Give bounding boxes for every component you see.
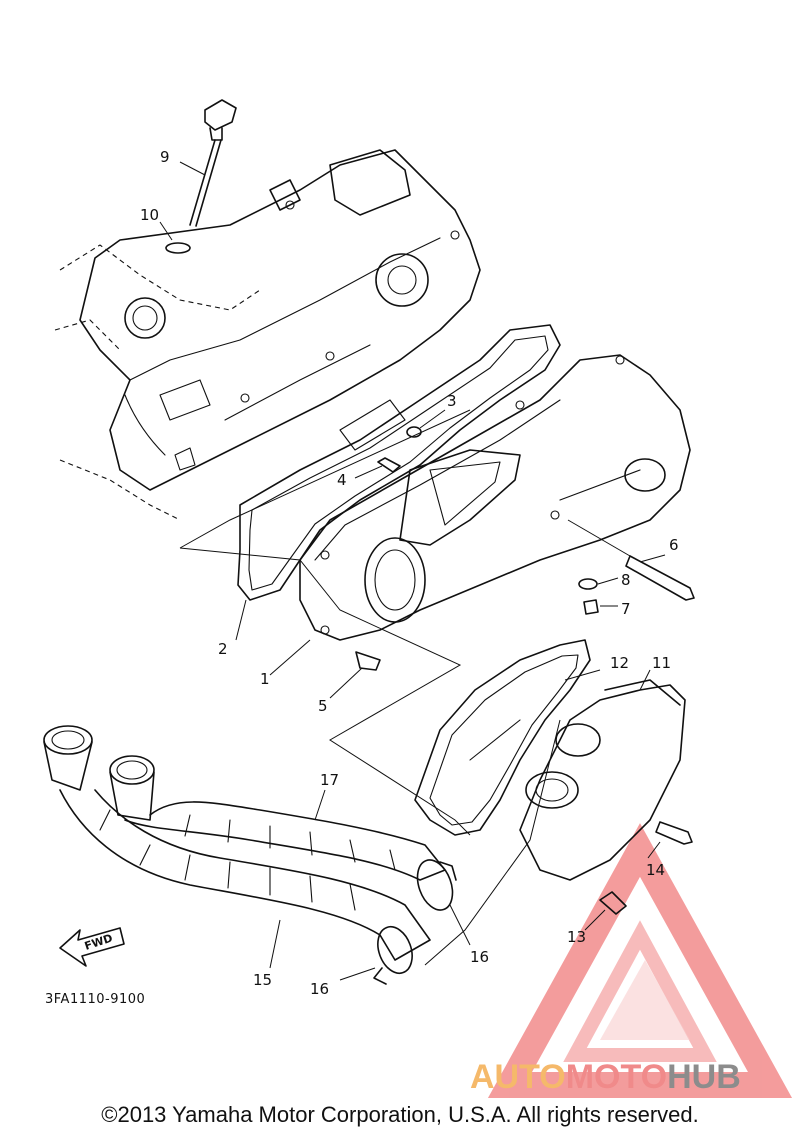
- watermark-moto: MOTO: [566, 1058, 667, 1096]
- callout-13: 13: [567, 928, 586, 946]
- callout-14: 14: [646, 861, 665, 879]
- callout-4: 4: [337, 471, 347, 489]
- svg-text:AUTOMOTOHUB: AUTOMOTOHUB: [470, 1058, 741, 1096]
- callout-2: 2: [218, 640, 228, 658]
- crankcase-drawing: [54, 149, 481, 521]
- dipstick-drawing: [165, 99, 237, 254]
- copyright-footer: ©2013 Yamaha Motor Corporation, U.S.A. A…: [101, 1102, 699, 1127]
- callout-11: 11: [652, 654, 671, 672]
- callout-6: 6: [669, 536, 679, 554]
- drawing-code: 3FA1110-9100: [45, 992, 145, 1007]
- callout-7: 7: [621, 600, 631, 618]
- small-parts-drawing: [355, 426, 695, 671]
- callout-17: 17: [320, 771, 339, 789]
- air-ducts-drawing: [43, 725, 457, 985]
- callout-8: 8: [621, 571, 631, 589]
- watermark-logo: [487, 823, 793, 1098]
- callout-16-right: 16: [470, 948, 489, 966]
- callout-3: 3: [447, 392, 457, 410]
- watermark-hub: HUB: [667, 1058, 741, 1096]
- watermark-auto: AUTO: [470, 1058, 566, 1096]
- crankcase-cover-drawing: [299, 354, 691, 641]
- fwd-arrow-icon: FWD: [59, 927, 125, 967]
- watermark-text: AUTOMOTOHUB: [470, 1058, 741, 1096]
- callout-5: 5: [318, 697, 328, 715]
- callout-labels: 9 10 3 4 6 8 7 2 1 5 12 11 17 14 13 16 1…: [45, 148, 679, 1007]
- callout-1: 1: [260, 670, 270, 688]
- gasket-drawing: [237, 324, 561, 601]
- callout-10: 10: [140, 206, 159, 224]
- leader-lines: [159, 161, 666, 981]
- callout-16-left: 16: [310, 980, 329, 998]
- callout-12: 12: [610, 654, 629, 672]
- callout-9: 9: [160, 148, 170, 166]
- cover-and-gasket-drawing: [414, 639, 693, 915]
- callout-15: 15: [253, 971, 272, 989]
- fwd-label: FWD: [83, 932, 114, 953]
